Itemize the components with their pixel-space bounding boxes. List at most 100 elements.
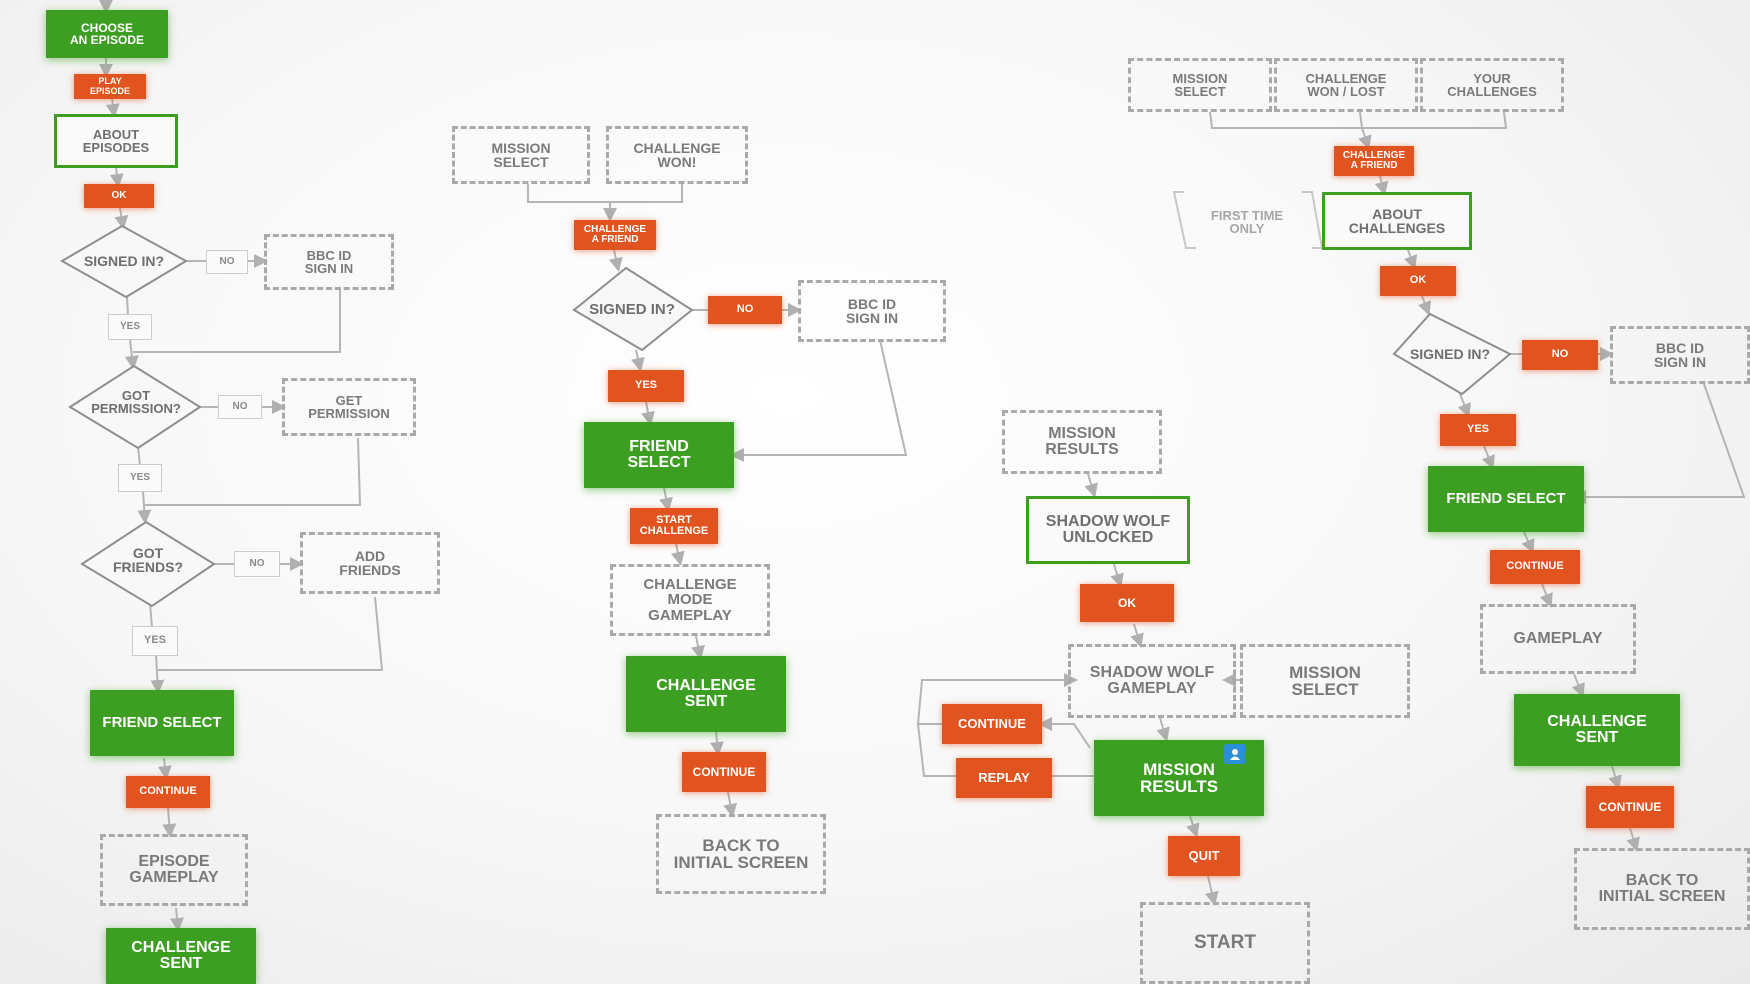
back-to-initial-screen-box-2[interactable]: BACK TO INITIAL SCREEN [656,814,826,894]
connector [723,791,738,818]
get-permission-box[interactable]: GET PERMISSION [282,378,416,436]
continue-button-5[interactable]: CONTINUE [1586,786,1674,828]
connector [1130,623,1144,648]
connector [630,349,645,372]
bbc-id-sign-in-box-2[interactable]: BBC iD SIGN IN [798,280,946,342]
start-box[interactable]: START [1140,902,1310,984]
friend-select-box-4[interactable]: FRIEND SELECT [1428,466,1584,532]
mission-select-box-2[interactable]: MISSION SELECT [452,126,590,184]
connector [691,635,705,660]
shadow-wolf-unlocked-box[interactable]: SHADOW WOLF UNLOCKED [1026,496,1190,564]
start-challenge-button[interactable]: START CHALLENGE [630,508,718,544]
connector [1417,295,1432,316]
connector [133,288,341,353]
challenge-sent-box-4[interactable]: CHALLENGE SENT [1514,694,1680,766]
no-button-4[interactable]: NO [708,296,782,324]
connector [1539,583,1553,608]
decision-signed-in-2 [572,266,694,352]
quit-button[interactable]: QUIT [1168,836,1240,876]
connector [145,437,362,506]
mission-select-box-3[interactable]: MISSION SELECT [1240,644,1410,718]
shadow-wolf-gameplay-box[interactable]: SHADOW WOLF GAMEPLAY [1068,644,1236,718]
yes-button-5[interactable]: YES [1440,414,1516,446]
decision-signed-in-4 [1392,312,1512,396]
connector [1186,815,1200,838]
ok-button-3[interactable]: OK [1080,584,1174,622]
connector [1403,249,1418,270]
challenge-won-box[interactable]: CHALLENGE WON! [606,126,748,184]
about-challenges-box[interactable]: ABOUT CHALLENGES [1322,192,1472,250]
decision-got-permission-label-1: GOT [122,388,150,403]
challenge-won-lost-box[interactable]: CHALLENGE WON / LOST [1274,58,1418,112]
ok-button-1[interactable]: OK [84,184,154,208]
challenge-a-friend-button-2[interactable]: CHALLENGE A FRIEND [574,220,656,250]
connector [610,184,683,203]
connector [162,807,177,838]
continue-button-3[interactable]: CONTINUE [942,704,1042,744]
yes-button-4[interactable]: YES [608,370,684,402]
connector [1204,875,1219,906]
yes-label-1: YES [108,314,152,340]
connector [1571,673,1585,698]
challenge-a-friend-button-4[interactable]: CHALLENGE A FRIEND [1334,146,1414,176]
continue-button-2[interactable]: CONTINUE [682,752,766,792]
connector [670,543,685,566]
connector [608,249,623,272]
connector [1457,393,1471,418]
decision-got-permission-label-2: PERMISSION? [91,401,181,416]
connector [1521,531,1535,554]
no-label-1: NO [206,250,248,274]
connector [126,296,129,317]
bbc-id-sign-in-box-4[interactable]: BBC ID SIGN IN [1610,326,1750,384]
gameplay-box-4[interactable]: GAMEPLAY [1480,604,1636,674]
connector [730,339,908,462]
first-time-only-label: FIRST TIME ONLY [1210,207,1284,236]
about-episodes-box[interactable]: ABOUT EPISODES [54,114,178,168]
decision-signed-in-4-label: SIGNED IN? [1410,346,1490,362]
connector [114,207,129,230]
connector [1626,827,1640,852]
yes-label-3: YES [132,626,178,656]
connector [137,445,141,467]
connector [1110,563,1124,588]
ok-button-4[interactable]: OK [1380,266,1456,296]
challenge-sent-box-2[interactable]: CHALLENGE SENT [626,656,786,732]
back-to-initial-screen-box-4[interactable]: BACK TO INITIAL SCREEN [1574,848,1750,930]
friend-select-box-1[interactable]: FRIEND SELECT [90,690,234,756]
decision-signed-in-1-label: SIGNED IN? [84,253,164,269]
decision-signed-in-2-label: SIGNED IN? [589,301,675,318]
continue-button-1[interactable]: CONTINUE [126,776,210,808]
connector [1608,765,1622,790]
connector [1572,383,1746,504]
mission-results-top-box[interactable]: MISSION RESULTS [1002,410,1162,474]
connector [1358,127,1372,150]
no-button-5[interactable]: NO [1522,340,1598,370]
connector [641,401,655,426]
play-episode-button[interactable]: PLAY EPISODE [74,74,146,99]
episode-gameplay-box[interactable]: EPISODE GAMEPLAY [100,834,248,906]
bbc-id-sign-in-box-1[interactable]: BBC iD SIGN IN [264,234,394,290]
mission-select-box-4[interactable]: MISSION SELECT [1128,58,1272,112]
yes-label-2: YES [118,464,162,492]
continue-button-4[interactable]: CONTINUE [1490,550,1580,584]
challenge-mode-gameplay-box[interactable]: CHALLENGE MODE GAMEPLAY [610,564,770,636]
decision-got-friends-label-2: FRIENDS? [113,559,183,575]
connector [157,757,172,780]
connector [916,673,1078,725]
friend-select-box-2[interactable]: FRIEND SELECT [584,422,734,488]
add-friends-box[interactable]: ADD FRIENDS [300,532,440,594]
connector [1038,717,1091,749]
challenge-sent-box-1[interactable]: CHALLENGE SENT [106,928,256,984]
decision-signed-in-1 [59,224,189,299]
connector [149,602,153,629]
decision-got-friends-label-1: GOT [133,545,164,561]
your-challenges-box[interactable]: YOUR CHALLENGES [1420,58,1564,112]
connector [109,167,124,188]
choose-episode-box[interactable]: CHOOSE AN EPISODE [46,10,168,58]
connector [527,184,617,222]
connector [1209,111,1508,129]
replay-button[interactable]: REPLAY [956,758,1052,798]
connector [1374,175,1389,196]
decision-got-friends [80,520,216,608]
